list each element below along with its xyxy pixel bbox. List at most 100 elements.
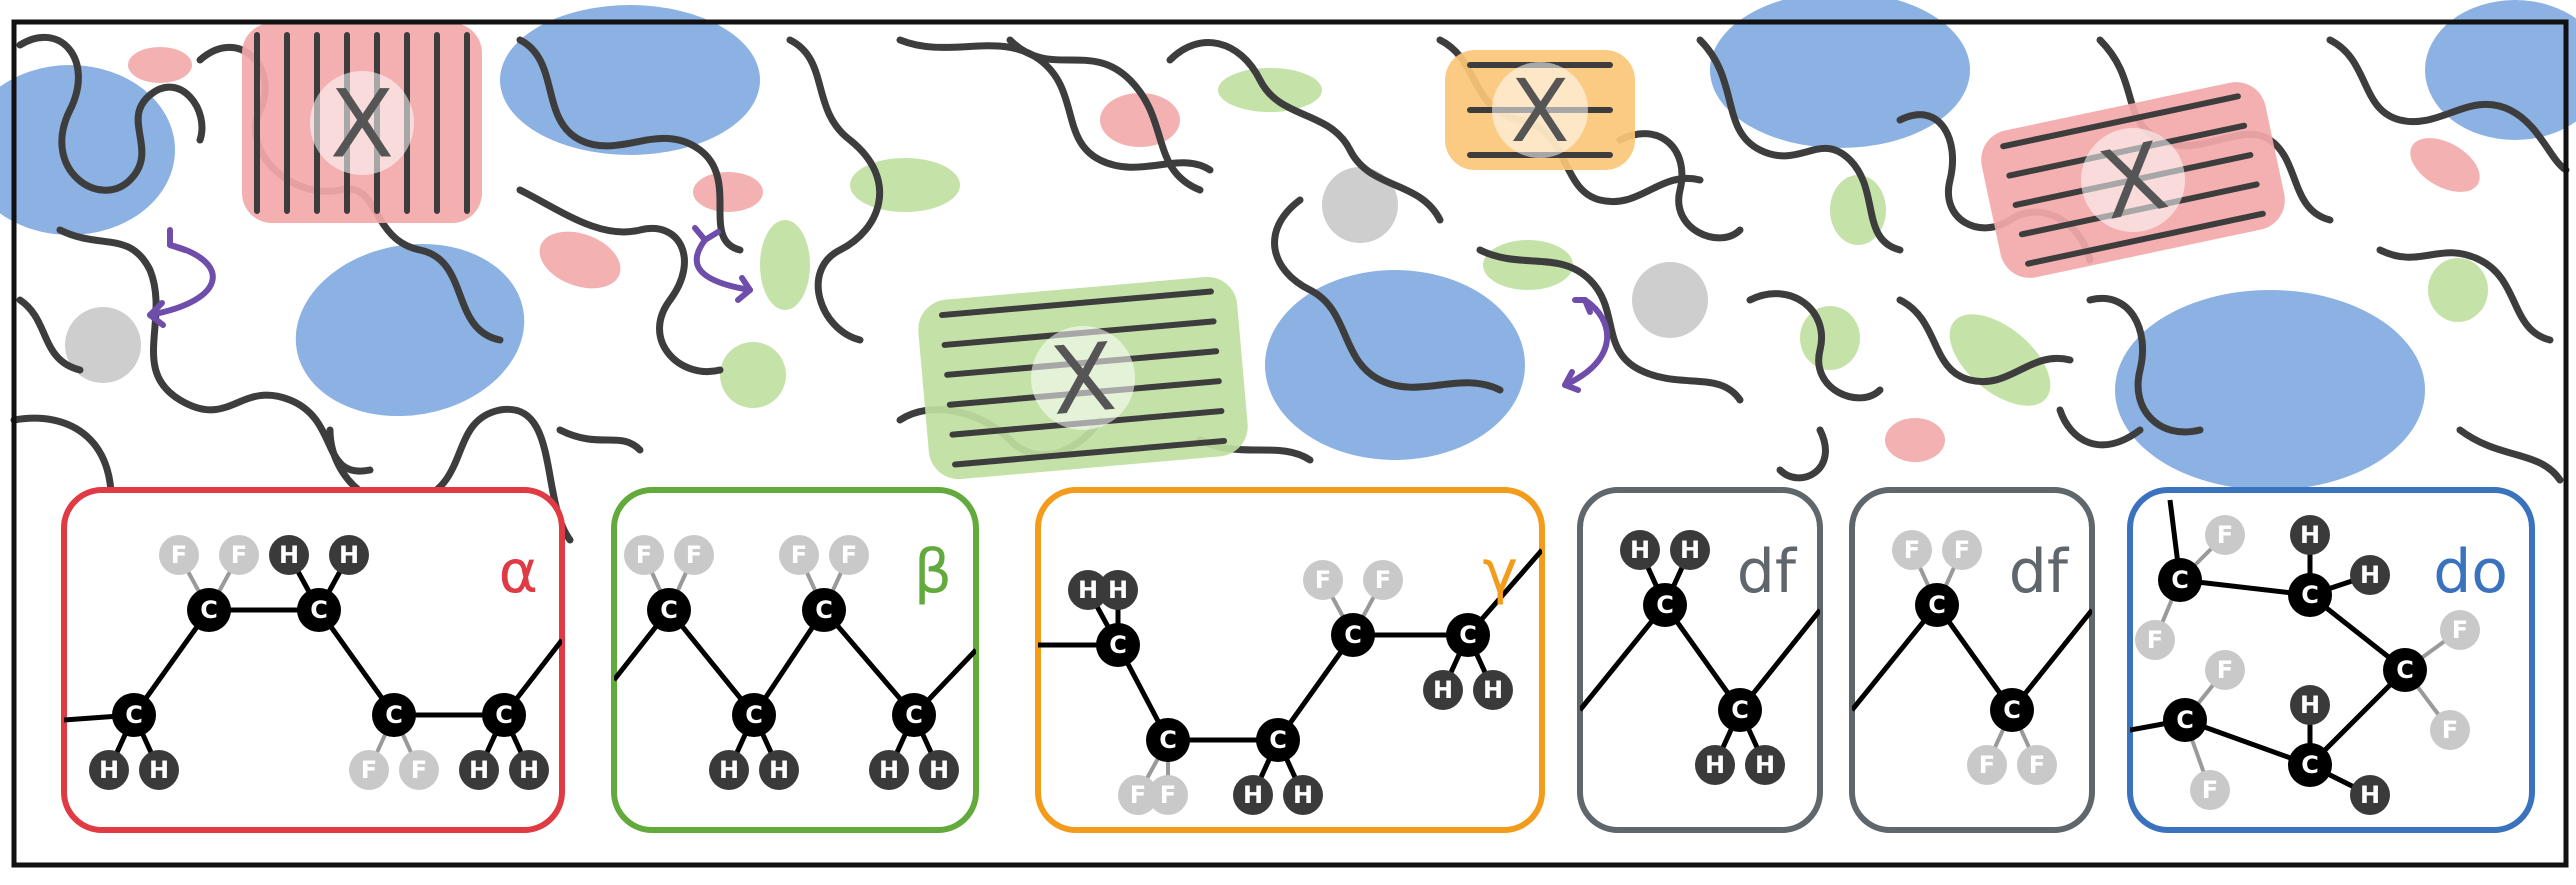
crystal-marker: X [1510,62,1569,162]
polymer-chain [2056,406,2144,449]
hydrogen-atom [1098,570,1138,610]
conformation-arrow [147,242,216,318]
atom-label: C [310,596,328,624]
crystal-marker: X [1046,323,1119,437]
atom-label: F [1315,566,1331,594]
panel-label-do: do [2433,537,2508,607]
fluorine-atom [1303,560,1343,600]
carbon-atom [1146,718,1190,762]
fluorine-atom [1892,530,1932,570]
carbon-atom [297,588,341,632]
domain-blob [1949,314,2051,406]
domain-blob [1483,240,1573,290]
fluorine-atom [2190,770,2230,810]
carbon-atom [372,693,416,737]
atom-label: H [1108,576,1128,604]
atom-label: F [1979,751,1995,779]
crystal-lamella: X [1445,50,1635,170]
hydrogen-atom [509,750,549,790]
hydrogen-atom [759,750,799,790]
domain-blob [720,342,786,408]
hydrogen-atom [1695,745,1735,785]
polymer-chain [1166,39,1444,224]
conformation-arrow [1562,297,1610,388]
atom-label: C [815,596,833,624]
crystal-lamella: X [918,276,1248,480]
panel-label-df2: df [2009,537,2070,607]
fluorine-atom [349,750,389,790]
polymer-chain [1271,196,1504,394]
polymer-chain [786,36,883,344]
atom-label: H [2300,691,2320,719]
domain-blob [1265,270,1525,460]
domain-blob [65,307,141,383]
atom-label: C [200,596,218,624]
fluorine-atom [399,750,439,790]
atom-label: C [745,701,763,729]
atom-label: C [1109,631,1127,659]
fluorine-atom [624,535,664,575]
polymer-chain [16,33,206,194]
atom-label: H [1680,536,1700,564]
polymer-chain [1616,130,1744,242]
atom-label: F [2217,521,2233,549]
atom-label: H [2360,781,2380,809]
domain-blob [693,172,763,212]
outer-frame [11,19,2569,868]
crystal-marker: X [330,71,394,180]
atom-label: F [1375,566,1391,594]
fluorine-atom [1363,560,1403,600]
panel-frame [1849,487,2095,833]
domain-blob [760,220,810,310]
carbon-atom [2158,558,2202,602]
atom-label: C [2171,566,2189,594]
bond [1852,603,1939,712]
polymer-chain [2326,36,2570,174]
crystal-marker-disc [2081,128,2185,232]
hydrogen-atom [2350,775,2390,815]
atom-label: F [2452,616,2468,644]
atom-label: C [385,701,403,729]
atom-label: F [2217,656,2233,684]
carbon-atom [802,588,846,632]
hydrogen-atom [269,535,309,575]
domain-blob [1800,306,1860,370]
fluorine-atom [674,535,714,575]
atom-label: H [1705,751,1725,779]
conformation-arrows [147,225,1610,393]
atom-label: H [879,756,899,784]
domain-blob [1100,93,1180,147]
atom-label: F [171,541,187,569]
atom-label: C [2301,751,2319,779]
carbon-atom [482,693,526,737]
polymer-chain [1776,426,1829,482]
atom-label: H [719,756,739,784]
hydrogen-atom [1233,775,1273,815]
domain-blob [850,158,960,212]
atom-label: H [1243,781,1263,809]
arrow-head [1562,369,1581,393]
polymer-chain [16,296,84,374]
atom-label: F [1130,781,1146,809]
carbon-atom [2163,698,2207,742]
carbon-atom [732,693,776,737]
domain-blob [1632,262,1708,338]
fluorine-atom [779,535,819,575]
hydrogen-atom [89,750,129,790]
atom-label: C [1459,621,1477,649]
atom-label: H [469,756,489,784]
domain-blob [500,5,760,155]
fluorine-atom [159,535,199,575]
hydrogen-atom [919,750,959,790]
atom-label: F [636,541,652,569]
crystal-marker-disc [1031,326,1135,430]
atom-label: H [1078,576,1098,604]
atom-label: C [2003,696,2021,724]
carbon-atom [1990,688,2034,732]
